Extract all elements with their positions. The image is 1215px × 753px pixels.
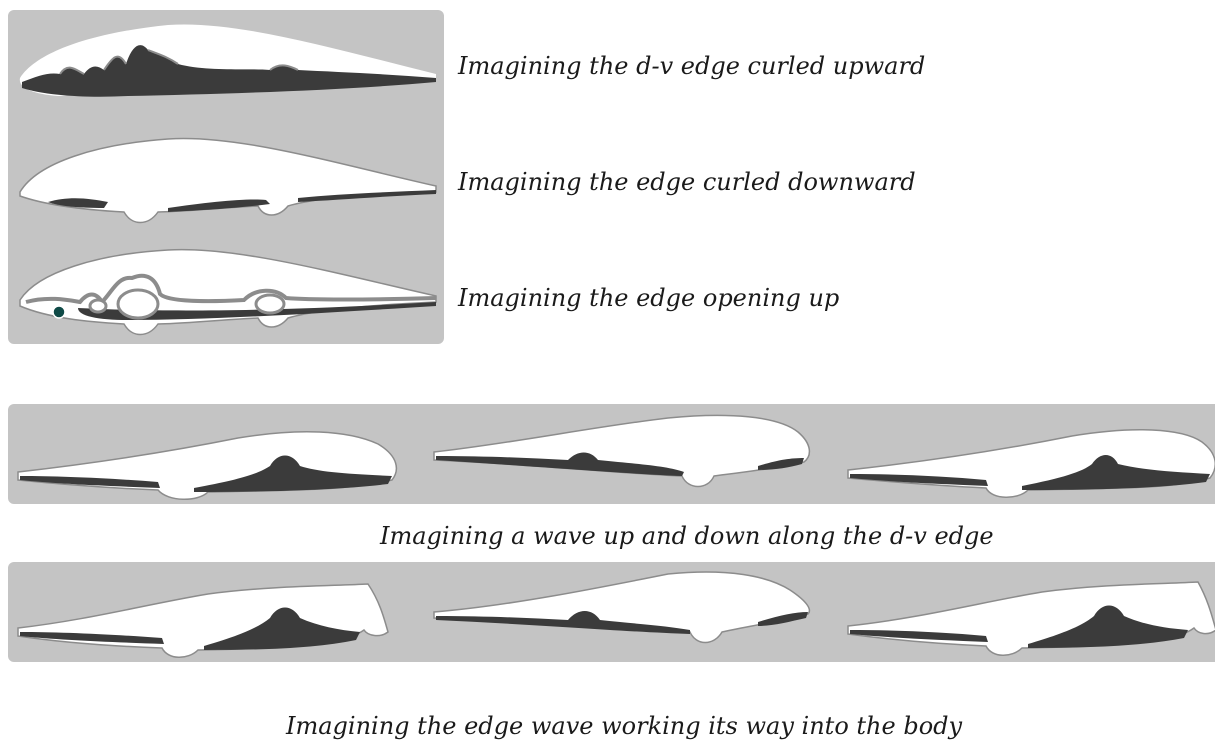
top-panel-figures [8, 10, 444, 344]
cavity-lobe [90, 300, 106, 312]
caption-opening: Imagining the edge opening up [458, 284, 839, 312]
body-silhouette [20, 250, 436, 335]
top-panel [8, 10, 444, 344]
wave-panel-2 [8, 562, 1215, 662]
body-silhouette [20, 138, 436, 222]
caption-curl-up: Imagining the d-v edge curled upward [458, 52, 925, 80]
body-silhouette [434, 415, 809, 486]
eye-spot [53, 306, 65, 318]
wave-figure [434, 572, 809, 643]
wave-figure [18, 584, 388, 657]
wave-figure [848, 582, 1215, 655]
wave-figure [848, 430, 1215, 498]
caption-wave: Imagining a wave up and down along the d… [380, 522, 994, 550]
caption-curl-down: Imagining the edge curled downward [458, 168, 916, 196]
figure-opening-up [20, 250, 436, 335]
wave-panel-2-figures [8, 562, 1215, 662]
body-silhouette [18, 584, 388, 657]
body-silhouette [434, 572, 809, 643]
figure-curled-downward [20, 138, 436, 222]
wave-panel-1-figures [8, 404, 1215, 504]
figure-curled-upward [20, 24, 436, 96]
caption-into-body: Imagining the edge wave working its way … [286, 712, 962, 740]
wave-figure [434, 415, 809, 486]
cavity-lobe [256, 295, 284, 313]
wave-panel-1 [8, 404, 1215, 504]
wave-figure [18, 432, 396, 500]
cavity-lobe [118, 290, 158, 318]
